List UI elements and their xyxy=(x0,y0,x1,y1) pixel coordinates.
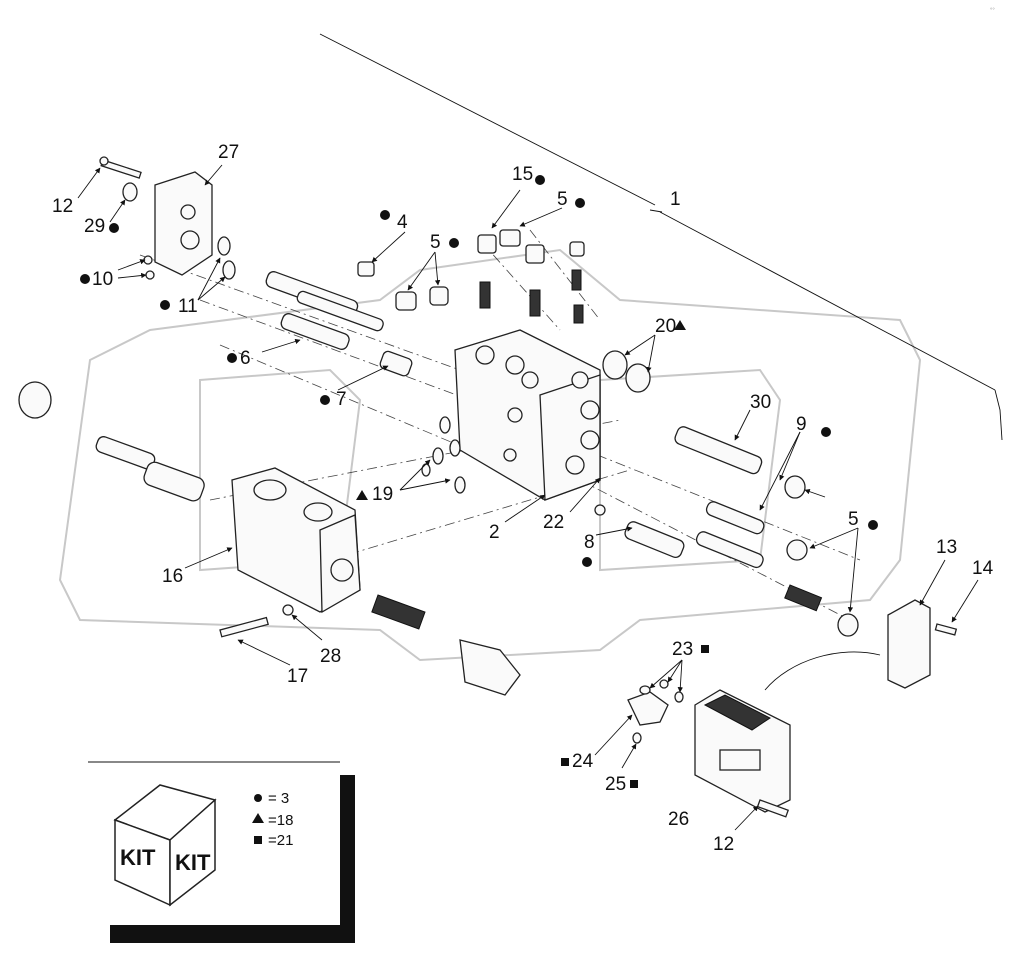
callout-30: 30 xyxy=(750,392,771,413)
callout-25: 25 xyxy=(605,774,626,795)
part-13-cover xyxy=(887,599,931,689)
callout-17: 17 xyxy=(287,666,308,687)
part-19-o-rings xyxy=(421,416,466,494)
callout-10: 10 xyxy=(92,269,113,290)
assembly-bracket xyxy=(319,33,1003,441)
part-27-end-plate xyxy=(154,171,236,280)
left-plug xyxy=(18,381,52,419)
callout-12-top: 12 xyxy=(52,196,73,217)
callout-14: 14 xyxy=(972,558,994,579)
callout-28: 28 xyxy=(320,646,341,667)
part-12-bolt-bottom xyxy=(756,799,790,818)
callout-29: 29 xyxy=(84,216,105,237)
watermark-gear xyxy=(58,248,922,662)
svg-text:KIT: KIT xyxy=(175,850,211,875)
part-30-tube xyxy=(674,426,763,475)
kit-markers xyxy=(80,175,878,788)
callout-23: 23 xyxy=(672,639,693,660)
callout-9: 9 xyxy=(796,414,807,435)
callout-13: 13 xyxy=(936,537,957,558)
part-2-valve-body xyxy=(454,329,601,501)
kit-legend: KIT KIT = 3 =18 =21 xyxy=(88,761,355,943)
corner-mark: °° xyxy=(990,8,995,14)
callout-26: 26 xyxy=(668,809,689,830)
part-6-spool xyxy=(265,271,384,350)
callout-7: 7 xyxy=(336,389,347,410)
legend-triangle-row: =18 xyxy=(268,812,293,829)
callout-15: 15 xyxy=(512,164,533,185)
callout-labels: 1 27 12 29 10 11 4 5 15 5 6 7 20 30 9 19… xyxy=(52,142,994,855)
part-20-cap xyxy=(602,350,628,380)
callout-11: 11 xyxy=(178,296,198,317)
callout-6: 6 xyxy=(240,348,251,369)
callout-12-bottom: 12 xyxy=(713,834,734,855)
part-16-inlet-cover xyxy=(231,467,361,614)
kit-cube-icon: KIT KIT xyxy=(113,784,217,907)
part-15-caps xyxy=(477,229,585,324)
legend-square-row: =21 xyxy=(268,832,293,849)
part-28-washer xyxy=(282,604,294,616)
callout-16: 16 xyxy=(162,566,183,587)
relief-fitting xyxy=(459,639,521,696)
callout-8: 8 xyxy=(584,532,595,553)
part-9-plug xyxy=(784,475,806,499)
part-24-gasket xyxy=(627,679,684,744)
callout-5-right: 5 xyxy=(848,509,859,530)
legend-circle-row: = 3 xyxy=(268,790,289,807)
leader-lines xyxy=(77,164,979,831)
part-26-solenoid xyxy=(694,689,791,813)
callout-5-top: 5 xyxy=(430,232,441,253)
part-4-plug xyxy=(357,261,375,277)
callout-5-upper: 5 xyxy=(557,189,568,210)
part-5-plug xyxy=(395,291,417,311)
callout-24: 24 xyxy=(572,751,594,772)
callout-2: 2 xyxy=(489,522,500,543)
callout-27: 27 xyxy=(218,142,239,163)
callout-22: 22 xyxy=(543,512,564,533)
part-7-plug xyxy=(379,350,413,377)
part-29-plug xyxy=(122,182,138,202)
callout-1: 1 xyxy=(670,189,681,210)
svg-text:KIT: KIT xyxy=(120,845,156,870)
relief-spring xyxy=(371,594,426,630)
callout-20: 20 xyxy=(655,316,676,337)
part-12-bolt-top xyxy=(99,156,142,179)
part-10-screw xyxy=(143,255,153,265)
callout-19: 19 xyxy=(372,484,393,505)
part-8-spool xyxy=(624,521,685,559)
part-17-bolt xyxy=(219,616,269,638)
part-14-screw xyxy=(934,623,958,636)
callout-4: 4 xyxy=(397,212,408,233)
